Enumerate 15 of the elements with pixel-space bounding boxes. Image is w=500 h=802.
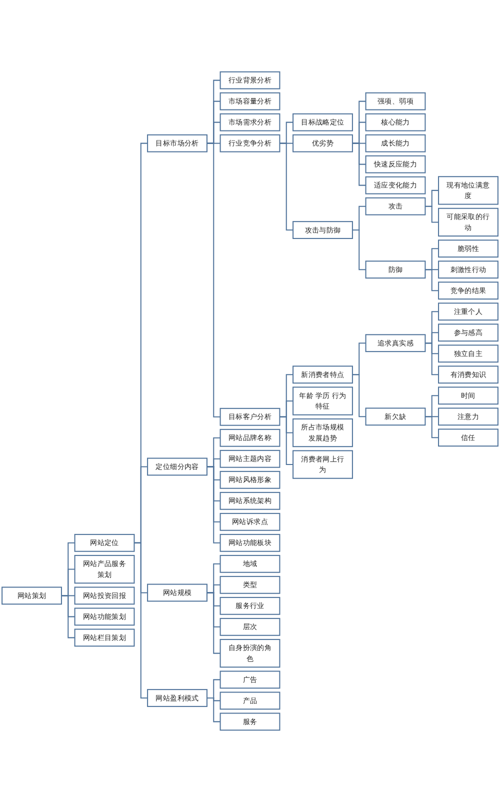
connector <box>134 542 148 699</box>
connector <box>352 142 366 186</box>
connector <box>280 142 294 231</box>
connector <box>206 592 220 654</box>
connector <box>352 374 366 418</box>
connector <box>425 206 439 223</box>
connector <box>280 416 294 466</box>
connector <box>425 269 439 292</box>
connector <box>206 698 220 722</box>
connector <box>206 142 220 418</box>
connector <box>425 342 439 376</box>
connector <box>206 466 220 544</box>
connector <box>352 230 366 270</box>
connector <box>425 416 439 438</box>
connector <box>61 595 75 638</box>
